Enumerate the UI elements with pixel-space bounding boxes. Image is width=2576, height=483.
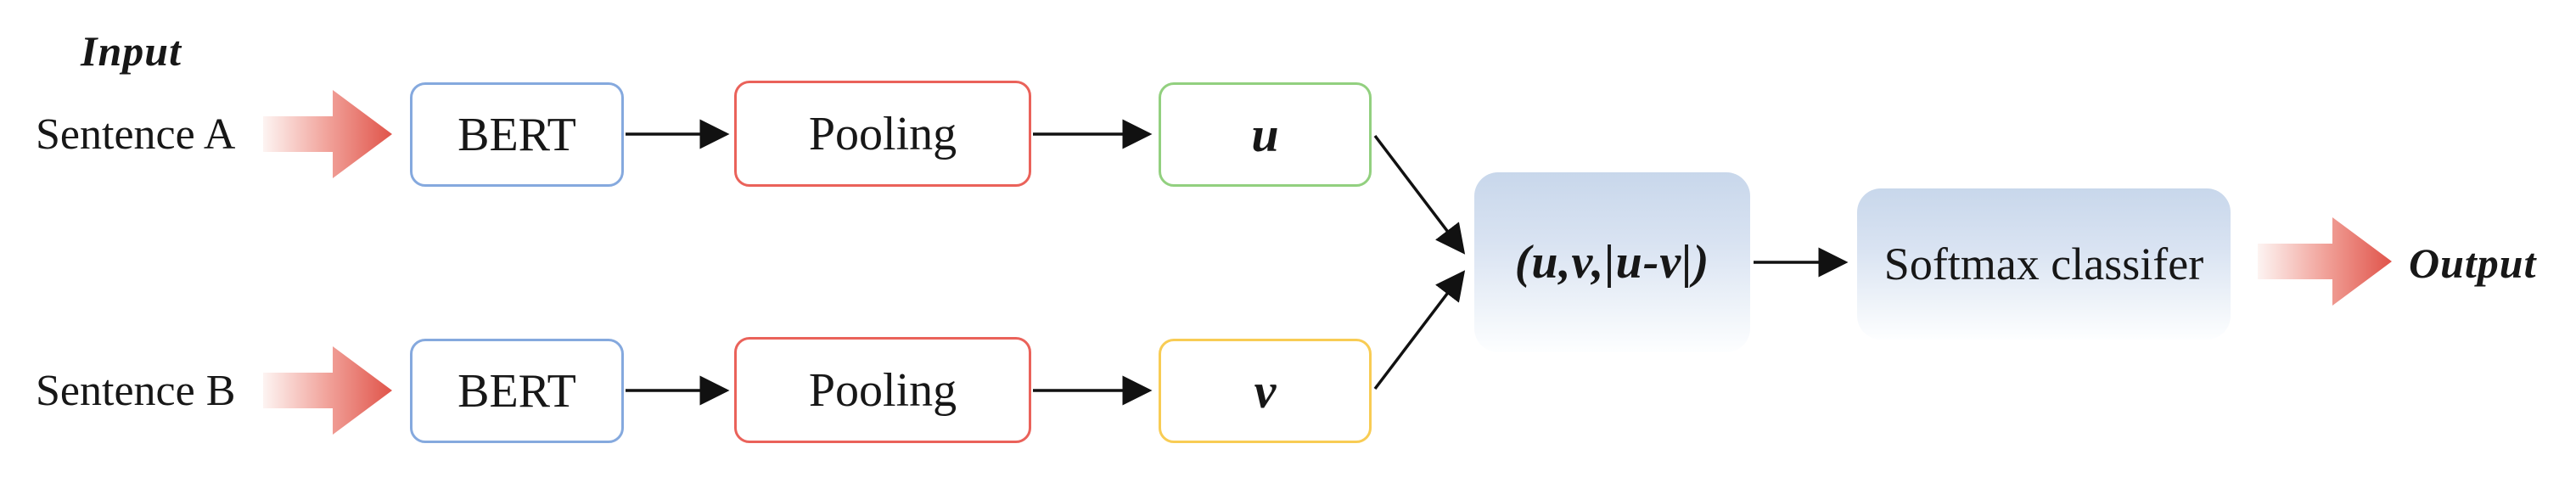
sentence-b-label: Sentence B xyxy=(36,366,236,415)
bert-box-b: BERT xyxy=(410,339,624,443)
pooling-box-a: Pooling xyxy=(734,81,1031,187)
pooling-box-b-label: Pooling xyxy=(808,363,957,417)
input-label: Input xyxy=(81,27,182,75)
output-label: Output xyxy=(2409,239,2537,287)
pooling-box-b: Pooling xyxy=(734,337,1031,443)
input-arrow-b xyxy=(263,346,392,435)
softmax-classifier-box: Softmax classifer xyxy=(1857,188,2231,340)
bert-box-b-label: BERT xyxy=(457,364,576,418)
connector-v-concat xyxy=(1373,270,1466,390)
bert-box-a-label: BERT xyxy=(457,108,576,161)
v-embedding-box: v xyxy=(1159,339,1372,443)
concat-box: (u,v,|u-v|) xyxy=(1474,172,1750,352)
input-arrow-a xyxy=(263,90,392,178)
concat-label: (u,v,|u-v|) xyxy=(1514,236,1710,289)
u-embedding-label: u xyxy=(1251,107,1279,162)
softmax-classifier-label: Softmax classifer xyxy=(1883,239,2204,289)
v-embedding-label: v xyxy=(1254,363,1277,418)
output-arrow xyxy=(2258,217,2392,306)
pooling-box-a-label: Pooling xyxy=(808,107,957,160)
bert-box-a: BERT xyxy=(410,82,624,187)
u-embedding-box: u xyxy=(1159,82,1372,187)
sentence-a-label: Sentence A xyxy=(36,110,236,159)
connector-u-concat xyxy=(1373,134,1466,255)
